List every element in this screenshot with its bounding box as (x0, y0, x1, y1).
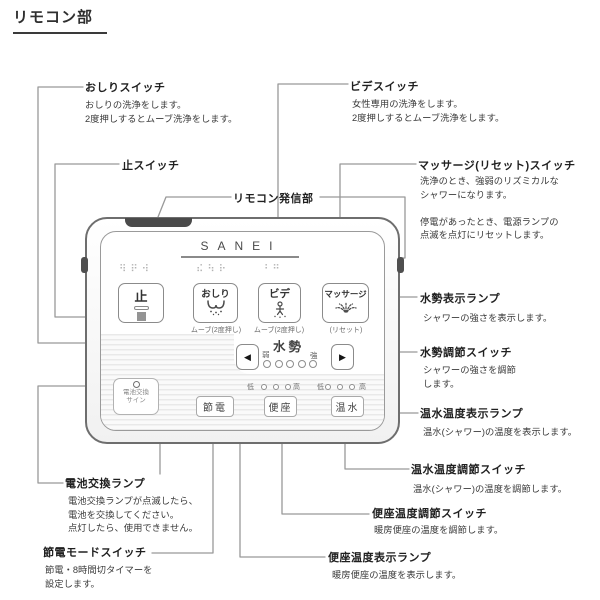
massage-sub-label: (リセット) (329, 327, 363, 334)
seat-button[interactable]: 便座 (264, 396, 297, 417)
callout-transmitter-line-left (157, 196, 232, 218)
oshiri-sub-label: ムーブ(2度押し) (190, 327, 242, 334)
callout-seat-lamp-title: 便座温度表示ランプ (328, 552, 432, 564)
callout-transmitter-title: リモコン発信部 (233, 193, 314, 205)
remote-panel: SANEI ⠻⠟⠺ ⠮⠳⠗ ⠘⠛ 止 おしり ビデ (100, 231, 385, 431)
bide-sub-label: ムーブ(2度押し) (253, 327, 305, 334)
page-title: リモコン部 (13, 6, 108, 34)
callout-bide-title: ビデスイッチ (350, 81, 419, 93)
warm-button[interactable]: 温水 (331, 396, 364, 417)
water-decrease-button[interactable]: ◀ (236, 344, 259, 370)
water-lamp-row (263, 360, 318, 368)
callout-warm-lamp-desc: 温水(シャワー)の温度を表示します。 (423, 427, 578, 437)
water-lamp-dot (286, 360, 295, 368)
stop-button-label: 止 (134, 289, 148, 304)
water-lamp-dot (309, 360, 318, 368)
callout-battery-title: 電池交換ランプ (65, 478, 146, 490)
water-increase-button[interactable]: ▶ (331, 344, 354, 370)
fountain-spray-icon (333, 300, 359, 319)
oshiri-button[interactable]: おしり (193, 283, 238, 323)
warm-temp-lamp-dot (337, 384, 343, 390)
water-lamp-dot (263, 360, 271, 368)
remote-body: SANEI ⠻⠟⠺ ⠮⠳⠗ ⠘⠛ 止 おしり ビデ (81, 217, 404, 444)
callout-massage-title: マッサージ(リセット)スイッチ (418, 160, 576, 172)
eco-button[interactable]: 節電 (196, 396, 234, 417)
massage-button[interactable]: マッサージ (322, 283, 369, 323)
bide-button-label: ビデ (269, 288, 290, 300)
callout-seat-switch-desc: 暖房便座の温度を調節します。 (374, 525, 504, 535)
water-lamp-dot (297, 360, 306, 368)
water-pressure-label: 水勢 (273, 340, 305, 354)
callout-warm-switch-title: 温水温度調節スイッチ (411, 464, 526, 476)
braille-oshiri: ⠮⠳⠗ (196, 264, 230, 275)
callout-massage-desc: 洗浄のとき、強弱のリズミカルな シャワーになります。 停電があったとき、電源ラン… (420, 176, 559, 240)
braille-bide: ⠘⠛ (261, 264, 284, 275)
callout-water-switch-title: 水勢調節スイッチ (420, 347, 512, 359)
callout-warm-switch-desc: 温水(シャワー)の温度を調節します。 (413, 484, 568, 494)
stop-button[interactable]: 止 (118, 283, 164, 323)
stop-square-icon (136, 312, 146, 321)
battery-lamp-dot (132, 381, 140, 388)
callout-warm-lamp-title: 温水温度表示ランプ (420, 408, 524, 420)
left-triangle-icon: ◀ (244, 351, 251, 362)
water-lamp-dot (274, 360, 283, 368)
callout-water-lamp-desc: シャワーの強さを表示します。 (423, 313, 553, 323)
seat-temp-lamp-dot (273, 384, 279, 390)
seat-temp-low-label: 低 (247, 384, 254, 391)
seat-temp-lamp-dot (261, 384, 267, 390)
callout-stop-title: 止スイッチ (122, 160, 180, 172)
callout-eco-title: 節電モードスイッチ (43, 547, 147, 559)
warm-temp-lamp-dot (349, 384, 355, 390)
brand-logo: SANEI (200, 239, 282, 253)
rear-spray-icon (204, 300, 228, 321)
warm-temp-lamp-dot (325, 384, 331, 390)
seat-temp-high-label: 高 (293, 384, 300, 391)
callout-seat-switch-title: 便座温度調節スイッチ (372, 508, 487, 520)
side-transmitter-left (81, 257, 88, 273)
transmitter-bar (125, 218, 192, 227)
side-transmitter-right (397, 257, 404, 273)
warm-temp-lamp-row (325, 384, 355, 390)
warm-temp-high-label: 高 (359, 384, 366, 391)
callout-water-switch-desc: シャワーの強さを調節 します。 (423, 365, 516, 389)
seat-temp-lamp-row (261, 384, 291, 390)
callout-bide-desc: 女性専用の洗浄をします。 2度押しするとムーブ洗浄をします。 (352, 99, 505, 123)
callout-oshiri-title: おしりスイッチ (85, 82, 166, 94)
massage-button-label: マッサージ (324, 289, 367, 299)
water-weak-label: 弱 (262, 350, 270, 359)
oshiri-button-label: おしり (201, 289, 230, 300)
callout-battery-desc: 電池交換ランプが点滅したら、 電池を交換してください。 点灯したら、使用できませ… (68, 496, 198, 533)
callout-oshiri-desc: おしりの洗浄をします。 2度押しするとムーブ洗浄をします。 (85, 100, 238, 124)
stop-bar-icon (133, 306, 149, 310)
water-control-area (234, 334, 384, 374)
bidet-person-icon (271, 301, 289, 324)
right-triangle-icon: ▶ (339, 351, 346, 362)
battery-sign-box: 電池交換 サイン (113, 378, 159, 415)
bide-button[interactable]: ビデ (258, 283, 301, 323)
brand-underline (181, 256, 299, 258)
braille-stop: ⠻⠟⠺ (119, 264, 153, 275)
battery-sign-label: 電池交換 サイン (123, 389, 149, 404)
water-strong-label: 強 (310, 351, 318, 360)
callout-eco-desc: 節電・8時間切タイマーを 設定します。 (45, 565, 153, 589)
warm-temp-low-label: 低 (317, 384, 324, 391)
seat-temp-lamp-dot (285, 384, 291, 390)
callout-water-lamp-title: 水勢表示ランプ (420, 293, 501, 305)
callout-seat-lamp-desc: 暖房便座の温度を表示します。 (332, 570, 462, 580)
